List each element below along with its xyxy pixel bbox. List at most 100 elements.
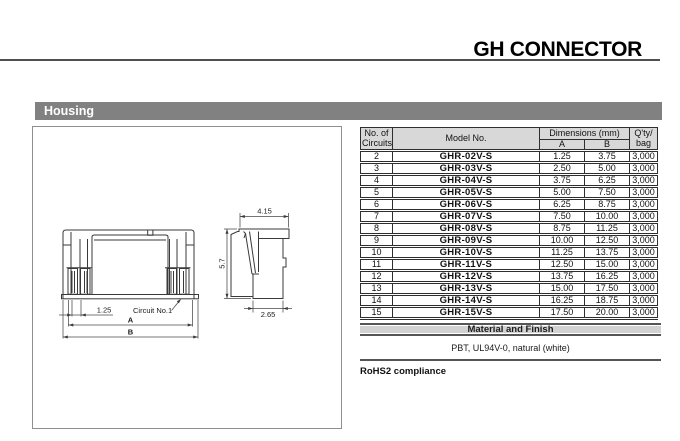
- section-header-housing: Housing: [35, 102, 662, 120]
- cell-qty: 3,000: [629, 270, 659, 283]
- cell-model-no: GHR-10V-S: [392, 246, 540, 259]
- cell-dim-a: 12.50: [539, 258, 585, 271]
- cell-model-no: GHR-03V-S: [392, 162, 540, 175]
- dim-label-top-width: 4.15: [257, 207, 272, 216]
- cell-qty: 3,000: [629, 258, 659, 271]
- table-row: 2 GHR-02V-S 1.25 3.75 3,000: [360, 150, 659, 163]
- cell-qty: 3,000: [629, 222, 659, 235]
- cell-dim-a: 13.75: [539, 270, 585, 283]
- cell-dim-a: 6.25: [539, 198, 585, 211]
- cell-dim-a: 16.25: [539, 294, 585, 307]
- technical-drawing-panel: 1.25 A B Circuit No.1 4.15 5.7: [32, 126, 342, 429]
- table-row: 4 GHR-04V-S 3.75 6.25 3,000: [360, 174, 659, 187]
- cell-dim-b: 11.25: [583, 222, 631, 235]
- table-row: 6 GHR-06V-S 6.25 8.75 3,000: [360, 198, 659, 211]
- cell-model-no: GHR-05V-S: [392, 186, 540, 199]
- cell-dim-a: 15.00: [539, 282, 585, 295]
- cell-model-no: GHR-04V-S: [392, 174, 540, 187]
- cell-qty: 3,000: [629, 282, 659, 295]
- cell-model-no: GHR-11V-S: [392, 258, 540, 271]
- cell-model-no: GHR-14V-S: [392, 294, 540, 307]
- cell-qty: 3,000: [629, 150, 659, 163]
- cell-dim-b: 12.50: [583, 234, 631, 247]
- dim-label-height: 5.7: [218, 258, 227, 268]
- cell-circuits: 9: [360, 234, 393, 247]
- front-view: [61, 229, 199, 300]
- cell-dim-a: 1.25: [539, 150, 585, 163]
- cell-circuits: 6: [360, 198, 393, 211]
- cell-model-no: GHR-13V-S: [392, 282, 540, 295]
- table-row: 12 GHR-12V-S 13.75 16.25 3,000: [360, 270, 659, 283]
- cell-circuits: 12: [360, 270, 393, 283]
- table-row: 11 GHR-11V-S 12.50 15.00 3,000: [360, 258, 659, 271]
- bottom-rule: [360, 359, 661, 362]
- table-row: 15 GHR-15V-S 17.50 20.00 3,000: [360, 306, 659, 319]
- table-row: 5 GHR-05V-S 5.00 7.50 3,000: [360, 186, 659, 199]
- cell-dim-a: 8.75: [539, 222, 585, 235]
- cell-model-no: GHR-15V-S: [392, 306, 540, 319]
- cell-circuits: 4: [360, 174, 393, 187]
- cell-circuits: 2: [360, 150, 393, 163]
- cell-dim-b: 15.00: [583, 258, 631, 271]
- table-row: 7 GHR-07V-S 7.50 10.00 3,000: [360, 210, 659, 223]
- cell-circuits: 11: [360, 258, 393, 271]
- cell-dim-a: 7.50: [539, 210, 585, 223]
- dim-label-b: B: [128, 328, 134, 337]
- cell-qty: 3,000: [629, 246, 659, 259]
- cell-dim-b: 6.25: [583, 174, 631, 187]
- table-row: 13 GHR-13V-S 15.00 17.50 3,000: [360, 282, 659, 295]
- col-header-dimensions: Dimensions (mm): [538, 127, 631, 140]
- cell-circuits: 3: [360, 162, 393, 175]
- circuit-no1-label: Circuit No.1: [133, 306, 172, 315]
- cell-dim-b: 3.75: [583, 150, 631, 163]
- dim-label-a: A: [128, 316, 134, 325]
- housing-drawing: 1.25 A B Circuit No.1 4.15 5.7: [59, 207, 292, 339]
- cell-dim-a: 5.00: [539, 186, 585, 199]
- cell-model-no: GHR-07V-S: [392, 210, 540, 223]
- cell-model-no: GHR-09V-S: [392, 234, 540, 247]
- cell-model-no: GHR-06V-S: [392, 198, 540, 211]
- cell-circuits: 7: [360, 210, 393, 223]
- cell-dim-a: 2.50: [539, 162, 585, 175]
- page-title: GH CONNECTOR: [473, 38, 642, 61]
- cell-dim-b: 10.00: [583, 210, 631, 223]
- cell-qty: 3,000: [629, 210, 659, 223]
- table-row: 9 GHR-09V-S 10.00 12.50 3,000: [360, 234, 659, 247]
- cell-qty: 3,000: [629, 294, 659, 307]
- cell-circuits: 15: [360, 306, 393, 319]
- cell-dim-b: 17.50: [583, 282, 631, 295]
- table-row: 14 GHR-14V-S 16.25 18.75 3,000: [360, 294, 659, 307]
- material-finish-value: PBT, UL94V-0, natural (white): [451, 343, 570, 354]
- cell-circuits: 5: [360, 186, 393, 199]
- dimension-annotations: 1.25 A B Circuit No.1 4.15 5.7: [59, 207, 292, 339]
- dim-label-bottom-width: 2.65: [261, 310, 276, 319]
- cell-qty: 3,000: [629, 234, 659, 247]
- col-header-dim-b: B: [583, 139, 631, 151]
- cell-dim-b: 16.25: [583, 270, 631, 283]
- cell-model-no: GHR-02V-S: [392, 150, 540, 163]
- cell-model-no: GHR-08V-S: [392, 222, 540, 235]
- cell-qty: 3,000: [629, 174, 659, 187]
- spec-table-body: 2 GHR-02V-S 1.25 3.75 3,000 3 GHR-03V-S …: [360, 150, 659, 319]
- table-row: 10 GHR-10V-S 11.25 13.75 3,000: [360, 246, 659, 259]
- section-header-label: Housing: [44, 104, 94, 118]
- title-rule: [0, 59, 660, 61]
- cell-model-no: GHR-12V-S: [392, 270, 540, 283]
- cell-dim-a: 11.25: [539, 246, 585, 259]
- cell-dim-b: 20.00: [583, 306, 631, 319]
- dim-label-pitch: 1.25: [97, 306, 112, 315]
- cell-dim-a: 17.50: [539, 306, 585, 319]
- rohs-compliance-note: RoHS2 compliance: [360, 366, 447, 378]
- col-header-model: Model No.: [392, 127, 540, 151]
- cell-circuits: 8: [360, 222, 393, 235]
- cell-dim-a: 10.00: [539, 234, 585, 247]
- side-view: [230, 228, 290, 299]
- cell-dim-b: 5.00: [583, 162, 631, 175]
- cell-dim-b: 13.75: [583, 246, 631, 259]
- col-header-dim-a: A: [539, 139, 585, 151]
- cell-qty: 3,000: [629, 306, 659, 319]
- table-row: 3 GHR-03V-S 2.50 5.00 3,000: [360, 162, 659, 175]
